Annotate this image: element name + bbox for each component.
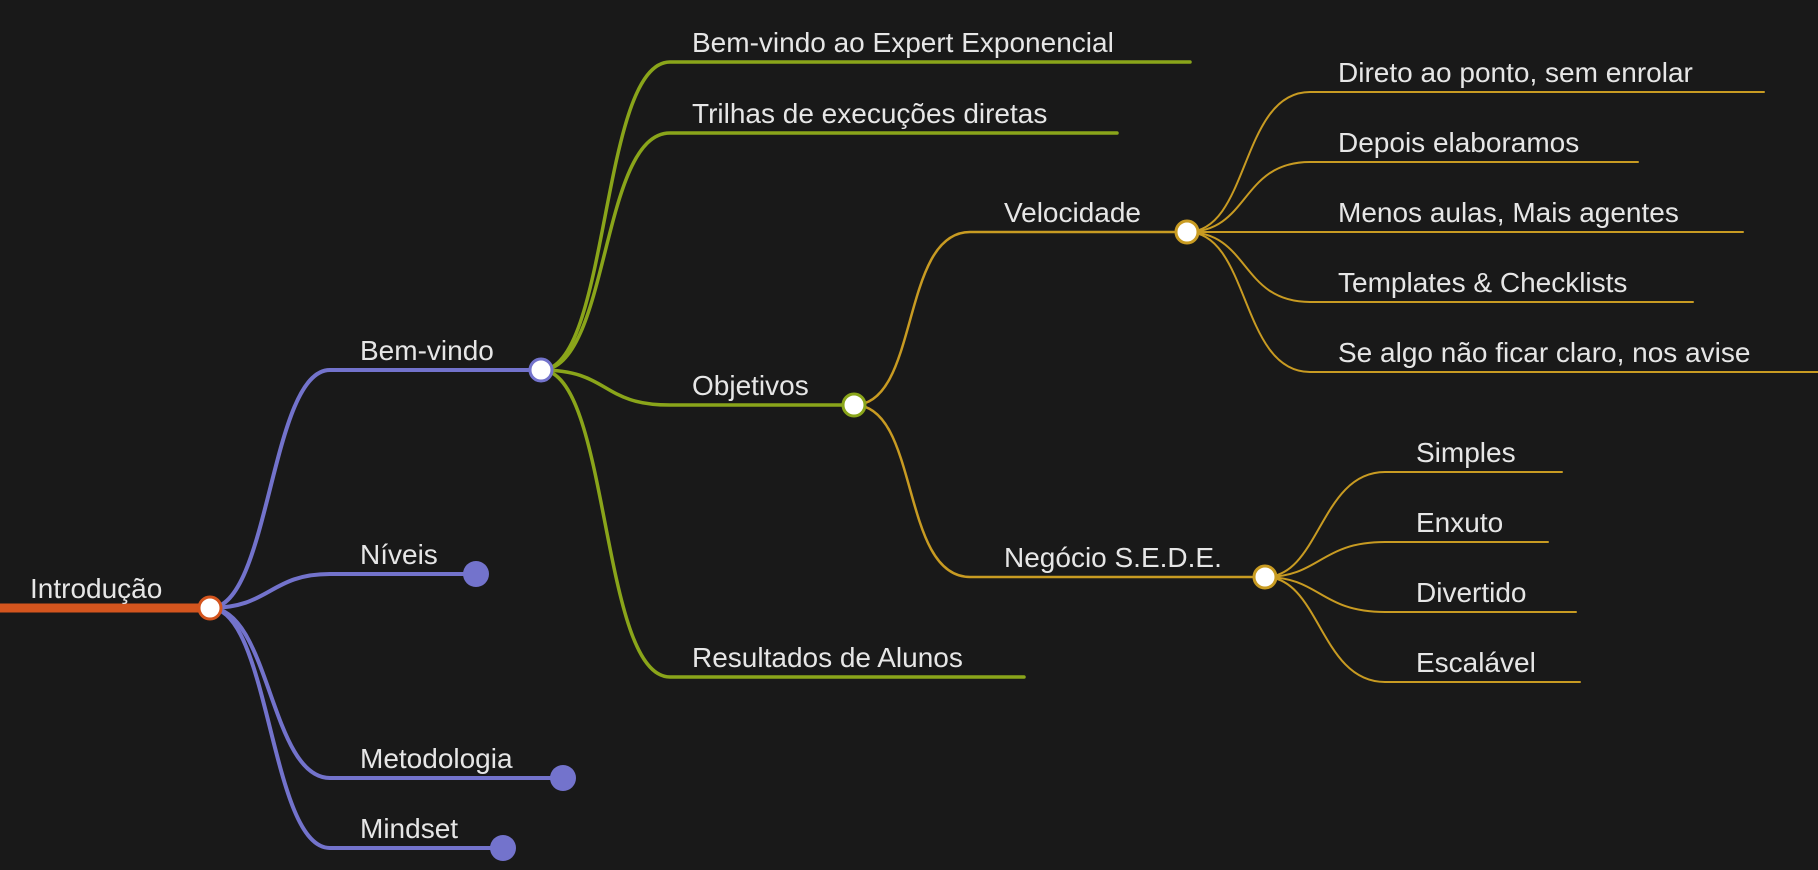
edge-bem-vindo-objetivos	[539, 368, 856, 407]
edges-level1	[208, 368, 565, 850]
node-mindset-label[interactable]: Mindset	[360, 813, 458, 844]
edge-negocio-simples	[1264, 471, 1563, 578]
node-introducao-label[interactable]: Introdução	[30, 573, 162, 604]
node-simples-label[interactable]: Simples	[1416, 437, 1516, 468]
edge-velocidade-templates	[1186, 231, 1694, 303]
edge-bem-vindo-resultados	[539, 368, 1026, 679]
edge-introducao-bem-vindo	[208, 368, 543, 610]
edge-objetivos-velocidade	[852, 230, 1189, 407]
edge-introducao-niveis	[208, 572, 478, 610]
velocidade-collapse-toggle[interactable]	[1174, 219, 1200, 245]
node-expert-label[interactable]: Bem-vindo ao Expert Exponencial	[692, 27, 1114, 58]
node-negocio-label[interactable]: Negócio S.E.D.E.	[1004, 542, 1222, 573]
node-escalavel-label[interactable]: Escalável	[1416, 647, 1536, 678]
edges-level3	[852, 230, 1267, 579]
introducao-collapse-toggle[interactable]	[197, 595, 223, 621]
edge-negocio-enxuto	[1264, 541, 1549, 578]
edge-objetivos-negocio	[852, 403, 1267, 579]
edges-level2	[539, 60, 1192, 679]
node-depois-label[interactable]: Depois elaboramos	[1338, 127, 1579, 158]
mindset-expand-toggle[interactable]	[490, 835, 516, 861]
node-templates-label[interactable]: Templates & Checklists	[1338, 267, 1627, 298]
edge-introducao-mindset	[208, 606, 505, 850]
metodologia-expand-toggle[interactable]	[550, 765, 576, 791]
node-bem-vindo-label[interactable]: Bem-vindo	[360, 335, 494, 366]
node-enxuto-label[interactable]: Enxuto	[1416, 507, 1503, 538]
niveis-expand-toggle[interactable]	[463, 561, 489, 587]
edge-velocidade-depois	[1186, 161, 1639, 233]
edge-velocidade-direto	[1186, 91, 1765, 233]
node-velocidade-label[interactable]: Velocidade	[1004, 197, 1141, 228]
node-resultados-label[interactable]: Resultados de Alunos	[692, 642, 963, 673]
node-niveis-label[interactable]: Níveis	[360, 539, 438, 570]
negocio-collapse-toggle[interactable]	[1252, 564, 1278, 590]
node-direto-label[interactable]: Direto ao ponto, sem enrolar	[1338, 57, 1693, 88]
node-objetivos-label[interactable]: Objetivos	[692, 370, 809, 401]
edges-level4-velocidade	[1186, 91, 1818, 373]
edge-bem-vindo-expert	[539, 60, 1192, 372]
edge-bem-vindo-trilhas	[539, 131, 1119, 372]
edge-negocio-divertido	[1264, 576, 1577, 613]
bem-vindo-collapse-toggle[interactable]	[528, 357, 554, 383]
edge-velocidade-se-algo	[1186, 231, 1818, 373]
node-se-algo-label[interactable]: Se algo não ficar claro, nos avise	[1338, 337, 1750, 368]
node-divertido-label[interactable]: Divertido	[1416, 577, 1526, 608]
node-metodologia-label[interactable]: Metodologia	[360, 743, 513, 774]
edge-negocio-escalavel	[1264, 576, 1581, 683]
edge-introducao-metodologia	[208, 606, 565, 780]
edges-level4-negocio	[1264, 471, 1581, 683]
objetivos-collapse-toggle[interactable]	[841, 392, 867, 418]
node-trilhas-label[interactable]: Trilhas de execuções diretas	[692, 98, 1047, 129]
node-menos-aulas-label[interactable]: Menos aulas, Mais agentes	[1338, 197, 1679, 228]
